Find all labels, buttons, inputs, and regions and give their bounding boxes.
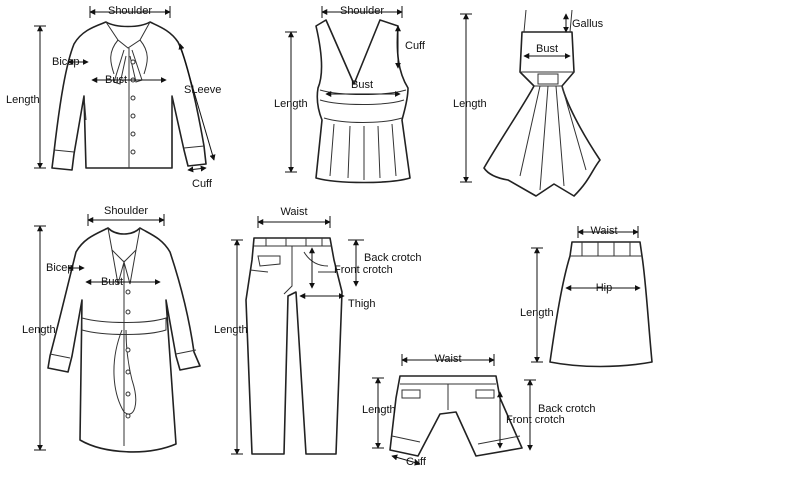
shorts-waist-label: Waist — [434, 353, 462, 365]
coat-length-label: Length — [22, 324, 56, 336]
dress-bust-label: Bust — [535, 43, 559, 55]
trousers-front-crotch-label: Front crotch — [334, 264, 393, 276]
shorts-drawing — [389, 375, 523, 457]
trousers-drawing — [245, 237, 343, 455]
trousers-dimensions — [231, 216, 364, 455]
coat-bicep-label: Bicep — [46, 262, 74, 274]
shorts-dimensions — [372, 354, 536, 466]
camisole-length-label: Length — [274, 98, 308, 110]
camisole-bust-label: Bust — [350, 79, 374, 91]
skirt-dimensions — [531, 226, 641, 363]
shorts-back-crotch-label: Back crotch — [538, 403, 596, 415]
trousers-body — [245, 237, 343, 455]
trousers-back-crotch-label: Back crotch — [364, 252, 422, 264]
blouse-shoulder-label: Shoulder — [107, 5, 153, 17]
camisole-drawing — [315, 19, 411, 184]
trousers-thigh-label: Thigh — [348, 298, 376, 310]
skirt-drawing — [549, 241, 653, 368]
blouse-cuff-label: Cuff — [192, 178, 212, 190]
dress-length-label: Length — [453, 98, 487, 110]
dress-body — [483, 31, 601, 197]
shorts-body — [389, 375, 523, 457]
blouse-bust-label: Bust — [104, 74, 128, 86]
shorts-front-crotch-label: Front crotch — [506, 414, 565, 426]
dress-gallus-label: Gallus — [572, 18, 604, 30]
blouse-bicep-label: Bicep — [52, 56, 80, 68]
coat-shoulder-label: Shoulder — [103, 205, 149, 217]
blouse-length-label: Length — [6, 94, 40, 106]
camisole-dimensions — [285, 6, 403, 173]
blouse-drawing — [51, 21, 207, 171]
blouse-sleeve-label: SLeeve — [184, 84, 222, 96]
skirt-waist-label: Waist — [590, 225, 618, 237]
trousers-length-label: Length — [214, 324, 248, 336]
skirt-length-label: Length — [520, 307, 554, 319]
blouse-dimensions — [34, 6, 216, 173]
coat-dimensions — [34, 214, 165, 451]
coat-bust-label: Bust — [100, 276, 124, 288]
dress-dimensions — [460, 13, 571, 183]
shorts-cuff-label: Cuff — [406, 456, 426, 468]
skirt-body — [549, 241, 653, 368]
camisole-shoulder-label: Shoulder — [339, 5, 385, 17]
camisole-body — [315, 19, 411, 184]
shorts-length-label: Length — [362, 404, 396, 416]
dress-drawing — [483, 9, 601, 197]
trousers-waist-label: Waist — [280, 206, 308, 218]
skirt-hip-label: Hip — [595, 282, 613, 294]
camisole-cuff-label: Cuff — [405, 40, 425, 52]
